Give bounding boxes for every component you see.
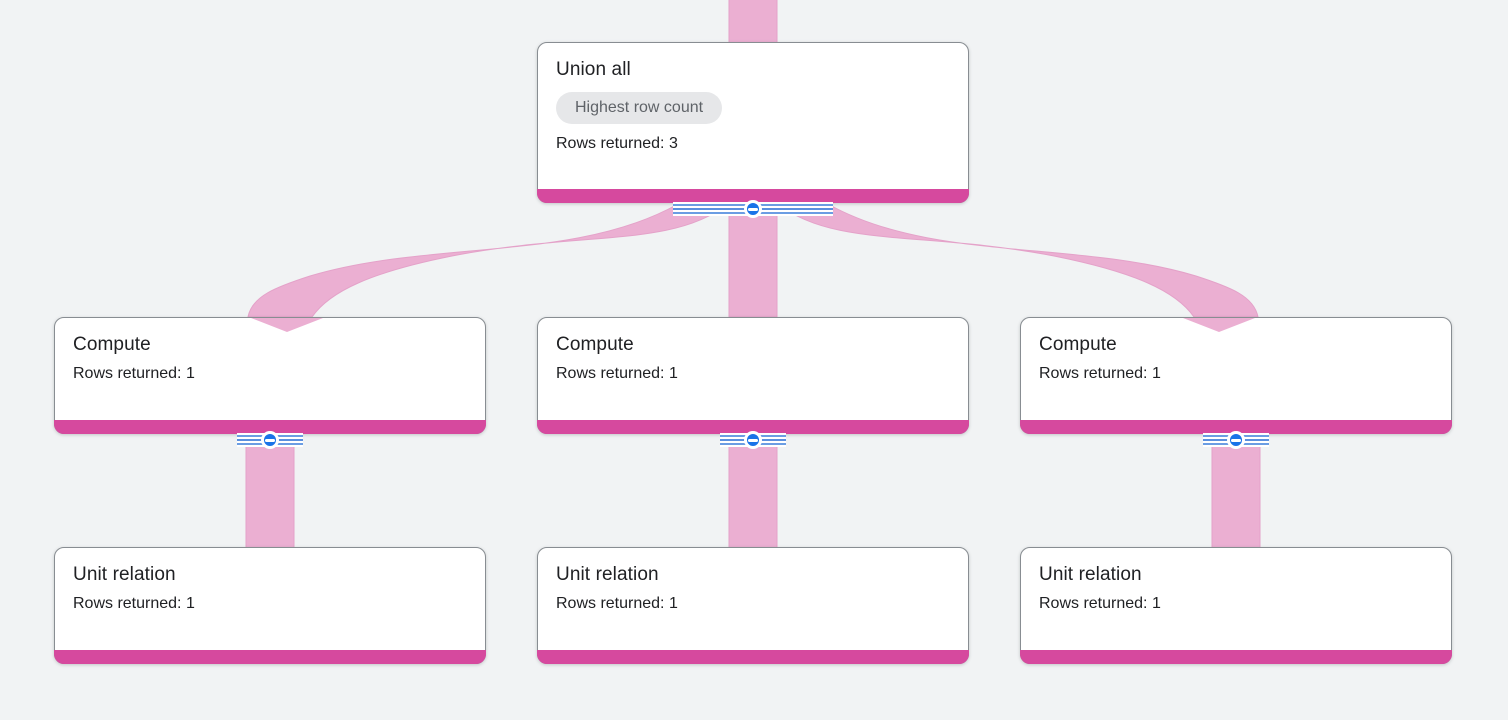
minus-icon — [1231, 438, 1241, 442]
rows-returned-label: Rows returned: 3 — [556, 135, 678, 152]
rows-returned-label: Rows returned: 1 — [1039, 595, 1161, 612]
node-title: Unit relation — [556, 564, 659, 585]
output-bar — [54, 650, 486, 664]
node-title: Compute — [73, 334, 151, 355]
edge-arrow-notch-right — [1183, 318, 1255, 332]
edge-compute-left-to-unit-left — [245, 433, 295, 549]
node-compute-left[interactable]: Compute Rows returned: 1 — [54, 317, 486, 434]
node-title: Compute — [1039, 334, 1117, 355]
collapse-control-compute-right[interactable] — [1203, 428, 1269, 452]
minus-icon — [265, 438, 275, 442]
edge-arrow-notch-left — [251, 318, 323, 332]
node-compute-middle[interactable]: Compute Rows returned: 1 — [537, 317, 969, 434]
collapse-control-union-all[interactable] — [673, 197, 833, 221]
edge-union-to-compute-left — [247, 203, 730, 318]
rows-returned-label: Rows returned: 1 — [1039, 365, 1161, 382]
output-bar — [537, 420, 969, 434]
node-title: Unit relation — [1039, 564, 1142, 585]
rows-returned-label: Rows returned: 1 — [73, 595, 195, 612]
edge-union-to-compute-right — [776, 203, 1259, 318]
node-unit-relation-middle[interactable]: Unit relation Rows returned: 1 — [537, 547, 969, 664]
edge-parent-to-union — [728, 0, 778, 44]
rows-returned-label: Rows returned: 1 — [556, 595, 678, 612]
collapse-button[interactable] — [744, 431, 762, 449]
node-title: Compute — [556, 334, 634, 355]
node-union-all[interactable]: Union all Highest row count Rows returne… — [537, 42, 969, 203]
node-title: Unit relation — [73, 564, 176, 585]
collapse-button[interactable] — [744, 200, 762, 218]
node-unit-relation-left[interactable]: Unit relation Rows returned: 1 — [54, 547, 486, 664]
collapse-button[interactable] — [1227, 431, 1245, 449]
minus-icon — [748, 438, 758, 442]
rows-returned-label: Rows returned: 1 — [73, 365, 195, 382]
edge-compute-middle-to-unit-middle — [728, 433, 778, 549]
node-compute-right[interactable]: Compute Rows returned: 1 — [1020, 317, 1452, 434]
edge-union-to-compute-middle — [728, 202, 778, 318]
output-bar — [537, 189, 969, 203]
edge-compute-right-to-unit-right — [1211, 433, 1261, 549]
rows-returned-label: Rows returned: 1 — [556, 365, 678, 382]
node-unit-relation-right[interactable]: Unit relation Rows returned: 1 — [1020, 547, 1452, 664]
highest-row-count-badge: Highest row count — [556, 92, 723, 124]
collapse-control-compute-middle[interactable] — [720, 428, 786, 452]
output-bar — [1020, 420, 1452, 434]
output-bar — [1020, 650, 1452, 664]
collapse-control-compute-left[interactable] — [237, 428, 303, 452]
collapse-button[interactable] — [261, 431, 279, 449]
minus-icon — [748, 207, 758, 211]
output-bar — [537, 650, 969, 664]
output-bar — [54, 420, 486, 434]
node-title: Union all — [556, 59, 631, 80]
